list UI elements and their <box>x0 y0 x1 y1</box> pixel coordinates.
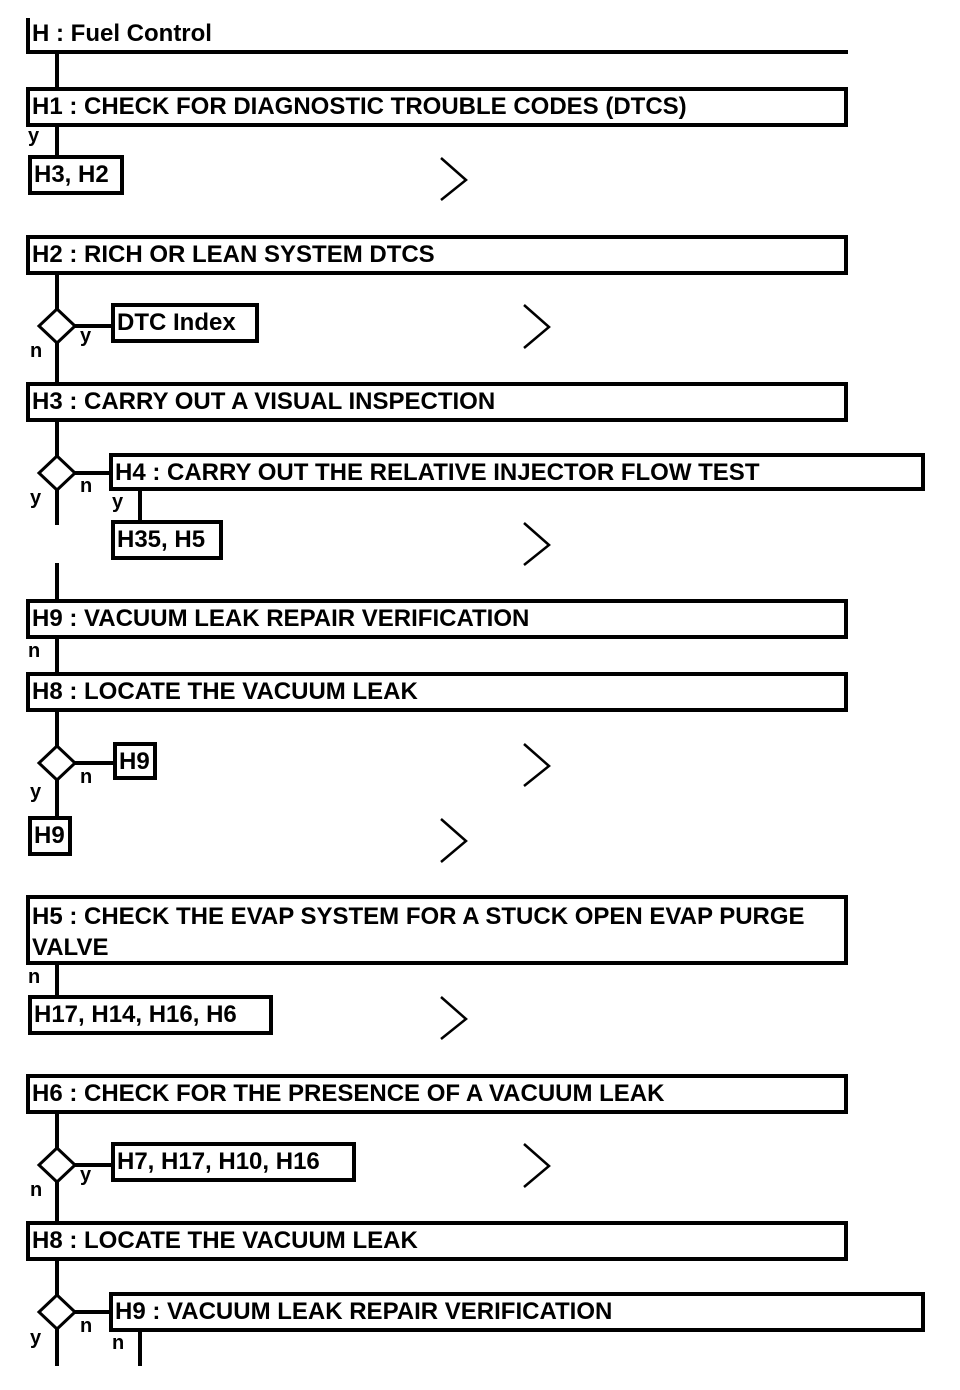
branch-label-no: n <box>80 1315 93 1337</box>
step-h2[interactable]: H2 : RICH OR LEAN SYSTEM DTCS <box>26 235 848 275</box>
step-h6[interactable]: H6 : CHECK FOR THE PRESENCE OF A VACUUM … <box>26 1074 848 1114</box>
decision-diamond-icon <box>36 453 78 493</box>
chevron-right-icon[interactable] <box>440 157 468 201</box>
step-h8-first[interactable]: H8 : LOCATE THE VACUUM LEAK <box>26 672 848 712</box>
branch-label-no: n <box>28 640 41 662</box>
chevron-right-icon[interactable] <box>523 522 551 566</box>
ref-h1-yes[interactable]: H3, H2 <box>28 155 124 195</box>
branch-label-yes: y <box>28 125 40 147</box>
chevron-right-icon[interactable] <box>523 743 551 787</box>
branch-label-no: n <box>112 1332 125 1354</box>
branch-label-yes: y <box>80 325 92 347</box>
ref-h2-yes[interactable]: DTC Index <box>111 303 259 343</box>
step-h3[interactable]: H3 : CARRY OUT A VISUAL INSPECTION <box>26 382 848 422</box>
chevron-right-icon[interactable] <box>523 1143 551 1188</box>
branch-label-no: n <box>28 966 41 988</box>
step-h4[interactable]: H4 : CARRY OUT THE RELATIVE INJECTOR FLO… <box>109 453 925 491</box>
step-h5[interactable]: H5 : CHECK THE EVAP SYSTEM FOR A STUCK O… <box>26 895 848 965</box>
step-h9-second[interactable]: H9 : VACUUM LEAK REPAIR VERIFICATION <box>109 1292 925 1332</box>
decision-diamond-icon <box>36 1145 78 1185</box>
branch-label-no: n <box>80 475 93 497</box>
branch-label-yes: y <box>112 491 124 513</box>
chevron-right-icon[interactable] <box>440 996 468 1040</box>
chevron-right-icon[interactable] <box>523 304 551 349</box>
chevron-right-icon[interactable] <box>440 818 468 863</box>
step-h1[interactable]: H1 : CHECK FOR DIAGNOSTIC TROUBLE CODES … <box>26 87 848 127</box>
decision-diamond-icon <box>36 743 78 783</box>
branch-label-yes: y <box>80 1164 92 1186</box>
ref-h8-no[interactable]: H9 <box>113 742 157 780</box>
branch-label-no: n <box>30 1179 43 1201</box>
branch-label-no: n <box>80 766 93 788</box>
step-h8-second[interactable]: H8 : LOCATE THE VACUUM LEAK <box>26 1221 848 1261</box>
page-title: H : Fuel Control <box>26 18 848 54</box>
branch-label-no: n <box>30 340 43 362</box>
decision-diamond-icon <box>36 306 78 346</box>
step-h9-first[interactable]: H9 : VACUUM LEAK REPAIR VERIFICATION <box>26 599 848 639</box>
ref-h4-yes[interactable]: H35, H5 <box>111 520 223 560</box>
decision-diamond-icon <box>36 1292 78 1332</box>
branch-label-yes: y <box>30 781 42 803</box>
branch-label-yes: y <box>30 1327 42 1349</box>
ref-h8-yes[interactable]: H9 <box>28 816 72 856</box>
branch-label-yes: y <box>30 487 42 509</box>
ref-h5-no[interactable]: H17, H14, H16, H6 <box>28 995 273 1035</box>
ref-h6-yes[interactable]: H7, H17, H10, H16 <box>111 1142 356 1182</box>
